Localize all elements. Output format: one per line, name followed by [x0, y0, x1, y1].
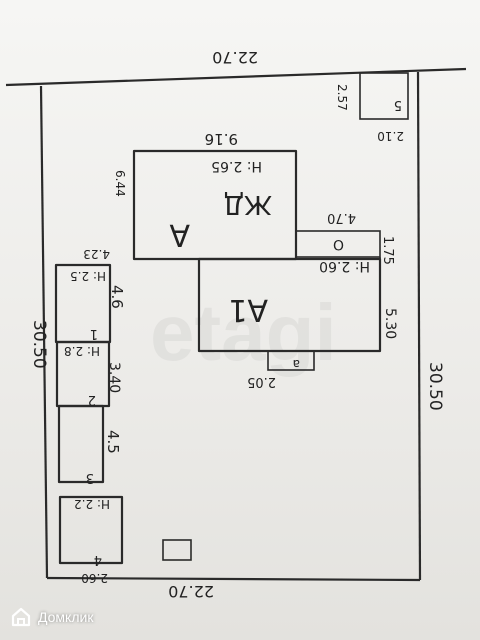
outbuilding-5 — [359, 72, 409, 120]
watermark-text: etagi — [150, 288, 337, 377]
shed4-width-label: 2.60 — [81, 571, 108, 585]
box5-number-label: 5 — [394, 97, 402, 112]
porch-width-label: 2.05 — [247, 374, 276, 389]
porch-label: a — [293, 357, 300, 371]
shed2-length-label: 3.40 — [106, 362, 122, 393]
shed2-height-label: H: 2.8 — [64, 344, 100, 358]
sheds — [54, 263, 124, 565]
shed3-length-label: 4.5 — [104, 430, 122, 454]
right-length-label: 30.50 — [425, 362, 445, 411]
shed1-width-label: 4.23 — [83, 247, 110, 261]
shed4-height-label: H: 2.2 — [74, 497, 110, 511]
small-square — [162, 539, 192, 561]
house-a-depth-label: 6.44 — [113, 170, 127, 197]
connector-width-label: 4.70 — [327, 210, 356, 225]
shed3-number-label: 3 — [86, 470, 94, 485]
house-a-height-label: H: 2.65 — [211, 158, 262, 174]
house-a-label: А — [169, 217, 190, 252]
house-a-width-label: 9.16 — [205, 130, 238, 148]
brand-name: Домклик — [38, 609, 94, 625]
plot-boundary — [5, 67, 467, 582]
connector-o — [295, 230, 381, 258]
shed2-number-label: 2 — [88, 392, 96, 407]
brand-watermark: Домклик — [10, 604, 93, 630]
shed1-number-label: 1 — [90, 326, 98, 341]
porch-a — [267, 350, 315, 371]
house-a-type-label: ЖД — [224, 189, 272, 219]
house-logo-icon — [10, 606, 32, 628]
shed4-number-label: 4 — [94, 552, 102, 567]
annex-label: А1 — [228, 292, 268, 327]
connector-depth-label: 1.75 — [380, 236, 395, 265]
annex-depth-label: 5.30 — [382, 308, 398, 339]
bottom-width-label: 22.70 — [168, 582, 214, 601]
box5-width-label: 2.10 — [377, 129, 404, 143]
left-length-label: 30.50 — [29, 320, 49, 369]
box5-height-label: 2.57 — [335, 84, 349, 111]
shed1-length-label: 4.6 — [108, 285, 126, 309]
shed1-height-label: H: 2.5 — [70, 269, 106, 283]
annex-height-label: H: 2.60 — [319, 258, 370, 274]
top-width-label: 22.70 — [212, 48, 258, 67]
connector-label: O — [333, 236, 344, 252]
